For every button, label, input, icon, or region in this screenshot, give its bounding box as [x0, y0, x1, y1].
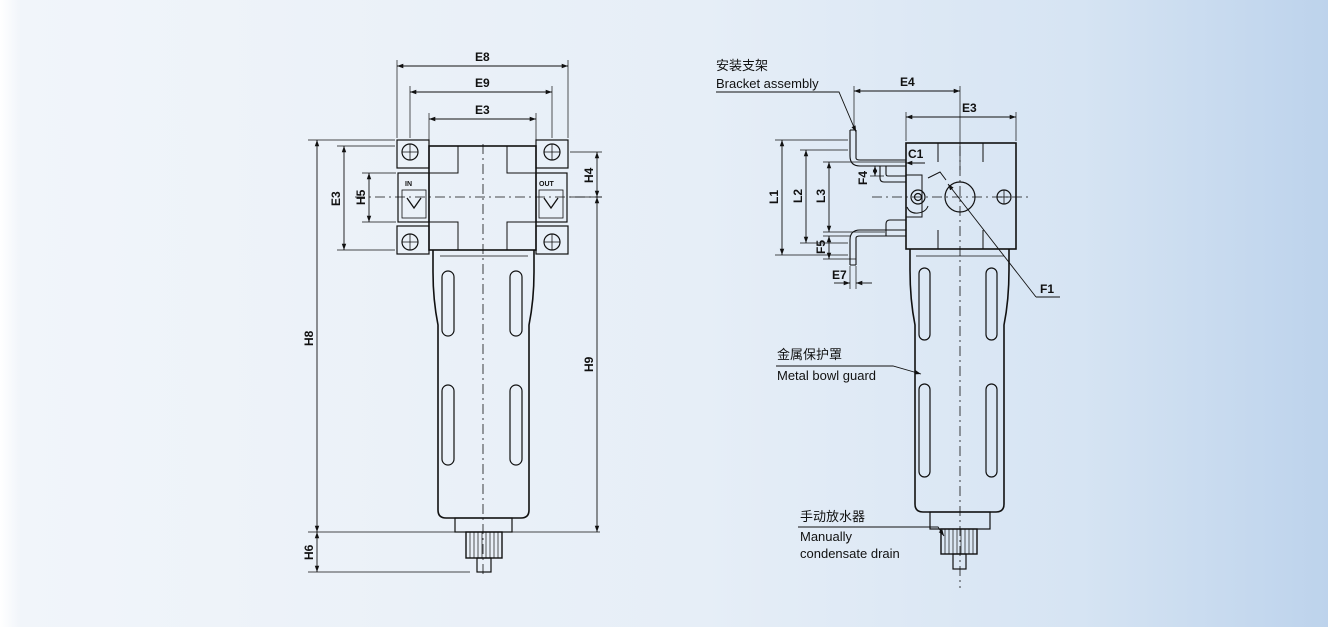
dim-h6: H6	[302, 544, 316, 560]
dim-h5: H5	[354, 189, 368, 205]
dim-e3: E3	[962, 101, 977, 115]
drain-note-cn: 手动放水器	[800, 509, 865, 524]
dim-h4: H4	[582, 167, 596, 183]
side-drain-knob	[940, 528, 978, 555]
dim-e8: E8	[475, 50, 490, 64]
dim-f4: F4	[856, 171, 870, 185]
dim-l2: L2	[791, 189, 805, 203]
front-dimension-labels: E8 E9 E3 E3 H5 H4 H8 H9 H6 IN OUT	[302, 50, 596, 560]
front-head	[428, 145, 537, 251]
dim-h9: H9	[582, 356, 596, 372]
dim-e3-top: E3	[475, 103, 490, 117]
dim-h8: H8	[302, 330, 316, 346]
front-drain-knob	[465, 531, 503, 559]
port-label-in: IN	[405, 181, 412, 188]
drain-note-en1: Manually	[800, 529, 853, 544]
bracket-profile	[849, 130, 906, 265]
callout-notes: 安装支架 Bracket assembly 金属保护罩 Metal bowl g…	[716, 58, 900, 561]
bracket-note-en: Bracket assembly	[716, 76, 819, 91]
dim-e7: E7	[832, 268, 847, 282]
front-drain-collar	[454, 517, 513, 533]
drain-note-en2: condensate drain	[800, 546, 900, 561]
dim-e4: E4	[900, 75, 915, 89]
front-bowl	[432, 250, 535, 519]
side-dimension-labels: E4 E3 C1 F4 L1 L2 L3 F5 E7 F1	[767, 75, 1054, 296]
dim-f1: F1	[1040, 282, 1054, 296]
front-view	[308, 60, 602, 576]
out-port	[535, 172, 568, 223]
front-dimensions	[314, 63, 600, 572]
dim-l3: L3	[814, 189, 828, 203]
side-bowl	[909, 249, 1010, 513]
port-label-out: OUT	[539, 181, 555, 188]
in-port	[397, 172, 430, 223]
dim-l1: L1	[767, 190, 781, 204]
guard-note-en: Metal bowl guard	[777, 368, 876, 383]
dim-c1: C1	[908, 147, 924, 161]
dim-f5: F5	[814, 240, 828, 254]
dim-e3-side: E3	[329, 191, 343, 206]
dim-e9: E9	[475, 76, 490, 90]
bracket-note-cn: 安装支架	[716, 58, 768, 73]
guard-note-cn: 金属保护罩	[777, 347, 842, 362]
side-dimensions	[716, 88, 1060, 537]
